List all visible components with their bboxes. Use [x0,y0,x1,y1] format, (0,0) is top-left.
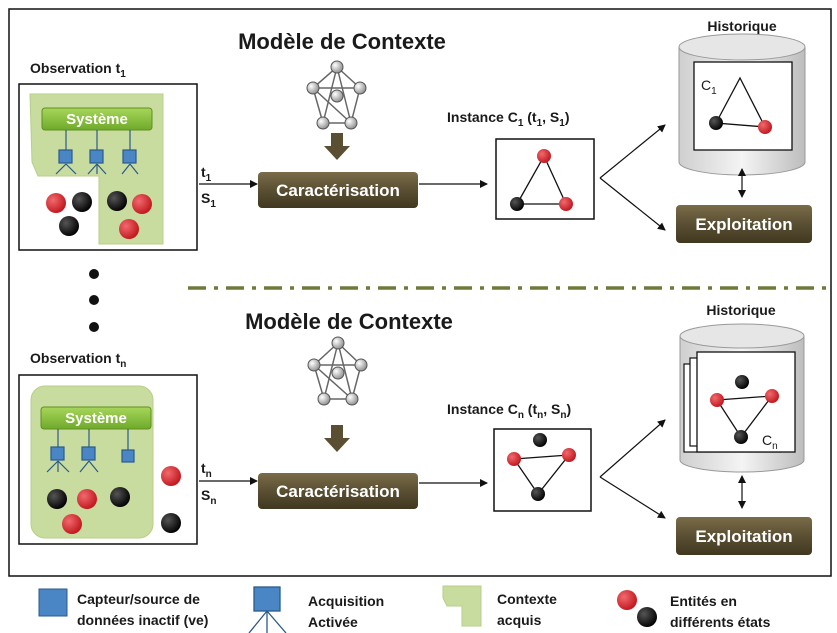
bottom-history-arrow [599,419,666,478]
bottom-history-label: Historique [706,302,775,318]
ellipsis-dots [89,269,99,332]
top-history-cylinder [678,33,806,176]
legend-acquisition-icon [248,586,287,633]
top-system-label: Système [66,111,128,128]
bottom-history-item: Cn [762,432,778,452]
bottom-observation-label: Observation tn [30,350,126,370]
bottom-exploitation-label: Exploitation [695,527,792,546]
bottom-entities [47,466,181,534]
bottom-instance-graph [507,433,576,501]
top-exploitation-arrow [599,177,666,231]
top-characterisation-label: Caractérisation [276,181,400,200]
top-history-arrow [599,124,666,179]
bottom-time-label: tn [201,460,212,480]
legend-context-line1: Contexte [497,591,557,607]
bottom-down-arrow [324,425,350,452]
legend-sensor-icon [38,588,68,617]
top-model-graph [306,60,367,130]
bottom-section: Modèle de Contexte Observation tn Systèm… [18,302,812,555]
top-section: Modèle de Contexte Observation t1 Systèm… [18,18,812,251]
legend-context-line2: acquis [497,612,542,628]
top-exploitation-box [676,205,812,243]
bottom-exploitation-arrow [599,476,666,519]
bottom-history-cylinder [679,323,805,473]
legend-entities-line2: différents états [670,614,771,630]
bottom-model-graph [307,336,368,406]
top-state-label: S1 [201,190,216,210]
top-model-title: Modèle de Contexte [238,29,446,54]
bottom-sensors [46,429,135,473]
bottom-instance-label: Instance Cn (tn, Sn) [447,401,571,421]
top-observation-label: Observation t1 [30,60,126,80]
legend-sensor-line1: Capteur/source de [77,591,200,607]
bottom-exploitation-box [676,517,812,555]
top-time-label: t1 [201,164,212,184]
legend-entities-line1: Entités en [670,593,737,609]
top-history-item: C1 [701,77,717,97]
legend-acquisition-line2: Activée [308,614,358,630]
bottom-state-label: Sn [201,487,216,507]
top-down-arrow [324,133,350,160]
top-instance-graph [510,149,573,211]
top-characterisation-box [258,172,418,208]
legend: Capteur/source de données inactif (ve) A… [38,585,771,633]
bottom-model-title: Modèle de Contexte [245,309,453,334]
bottom-characterisation-label: Caractérisation [276,482,400,501]
legend-entities-icon [617,590,657,627]
top-entities [46,191,152,239]
top-exploitation-label: Exploitation [695,215,792,234]
bottom-system-label: Système [65,410,127,427]
legend-context-icon [442,585,482,627]
top-sensors [55,130,139,175]
top-history-label: Historique [707,18,776,34]
legend-sensor-line2: données inactif (ve) [77,612,208,628]
bottom-system-box [40,406,152,430]
legend-acquisition-line1: Acquisition [308,593,384,609]
bottom-characterisation-box [258,473,418,509]
top-instance-label: Instance C1 (t1, S1) [447,109,570,129]
